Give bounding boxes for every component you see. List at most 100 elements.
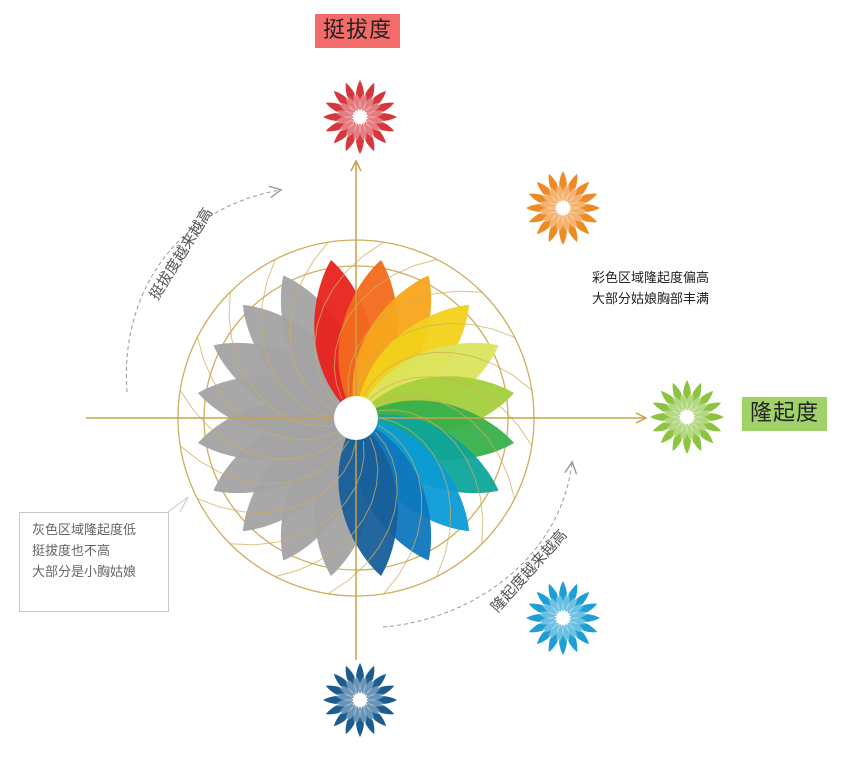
colored-region-note: 彩色区域隆起度偏高 大部分姑娘胸部丰满 [592, 268, 709, 310]
flower-petal [325, 685, 355, 699]
flower-highlight [680, 391, 688, 413]
flower-highlight [364, 102, 382, 115]
note-line: 彩色区域隆起度偏高 [592, 271, 710, 286]
flower-petal [364, 121, 387, 144]
flower-highlight [334, 110, 356, 118]
flower-highlight [565, 622, 578, 640]
spiral-line [379, 417, 452, 577]
flower-petal [568, 603, 598, 617]
flower-highlight [567, 201, 589, 209]
spiral-line [369, 376, 533, 447]
flower-highlight [537, 611, 559, 619]
flower-highlight [353, 121, 361, 143]
flower-petal [652, 402, 682, 416]
flower-highlight [364, 119, 382, 132]
flower-petal [325, 118, 355, 132]
flower-petal [691, 421, 714, 444]
flower-icons [323, 80, 724, 737]
flower-highlight [364, 699, 386, 707]
flower-highlight [691, 419, 709, 432]
spiral-line [179, 389, 343, 460]
flower-highlight [556, 182, 564, 204]
flower-petal [333, 90, 356, 113]
flower-highlight [665, 419, 683, 432]
flower-petal [652, 418, 682, 432]
flower-petal [365, 118, 395, 132]
flower-highlight [537, 207, 559, 215]
top-axis-badge: 挺拔度 [315, 14, 401, 48]
flower-petal [692, 402, 722, 416]
flower-petal [660, 421, 683, 444]
flower-highlight [345, 121, 358, 139]
flower-highlight [567, 193, 585, 206]
flower-highlight [567, 603, 585, 616]
flower-highlight [567, 210, 585, 223]
flower-highlight [556, 592, 564, 614]
spiral-lines [179, 241, 533, 595]
flower-petal [365, 685, 395, 699]
flower-highlight [672, 421, 685, 439]
flower-highlight [672, 395, 685, 413]
flower-petal [536, 591, 559, 614]
flower-highlight [338, 685, 356, 698]
flower-highlight [541, 210, 559, 223]
flower-highlight [567, 617, 589, 625]
flower-highlight [338, 102, 356, 115]
flower-center [556, 611, 570, 625]
flower-petal [564, 623, 578, 653]
orange-flower-icon [526, 171, 600, 245]
flower-highlight [334, 693, 356, 701]
petal [338, 418, 398, 577]
flower-highlight [567, 620, 585, 633]
flower-petal [364, 704, 387, 727]
flower-highlight [548, 596, 561, 614]
flower-highlight [661, 410, 683, 418]
flower-petal [688, 382, 702, 412]
flower-highlight [665, 402, 683, 415]
flower-petal [528, 619, 558, 633]
flower-center [680, 410, 694, 424]
red-flower-icon [323, 80, 397, 154]
spiral-line [197, 441, 357, 514]
flower-highlight [364, 110, 386, 118]
flower-highlight [548, 622, 561, 640]
spiral-line [179, 440, 350, 485]
flower-petal [536, 212, 559, 235]
flower-petal [567, 591, 590, 614]
flower-petal [345, 665, 359, 695]
center-dot [334, 396, 378, 440]
flower-center [353, 110, 367, 124]
flower-petal [564, 213, 578, 243]
flower-petal [567, 181, 590, 204]
flower-highlight [691, 410, 713, 418]
spiral-line [378, 424, 423, 595]
flower-petal [564, 173, 578, 203]
spiral-line [375, 395, 516, 500]
note-line: 灰色区域隆起度低 [32, 523, 137, 538]
flower-highlight [364, 685, 382, 698]
spiral-line [333, 258, 438, 399]
flower-highlight [565, 186, 578, 204]
flower-highlight [661, 416, 683, 424]
dashed-arc-bottom [382, 463, 572, 628]
flower-petal [361, 705, 375, 735]
flower-highlight [548, 212, 561, 230]
flower-petal [333, 121, 356, 144]
flower-petal [548, 583, 562, 613]
flower-petal [333, 704, 356, 727]
light-blue-flower-icon [526, 581, 600, 655]
flower-highlight [541, 193, 559, 206]
flower-highlight [362, 678, 375, 696]
flower-highlight [565, 596, 578, 614]
flower-petal [364, 673, 387, 696]
flower-highlight [691, 402, 709, 415]
spiral-line [260, 259, 333, 419]
flower-petal [691, 390, 714, 413]
flower-highlight [353, 674, 361, 696]
flower-petal [345, 82, 359, 112]
flower-petal [345, 122, 359, 152]
flower-highlight [334, 699, 356, 707]
flower-highlight [556, 212, 564, 234]
flower-highlight [548, 186, 561, 204]
